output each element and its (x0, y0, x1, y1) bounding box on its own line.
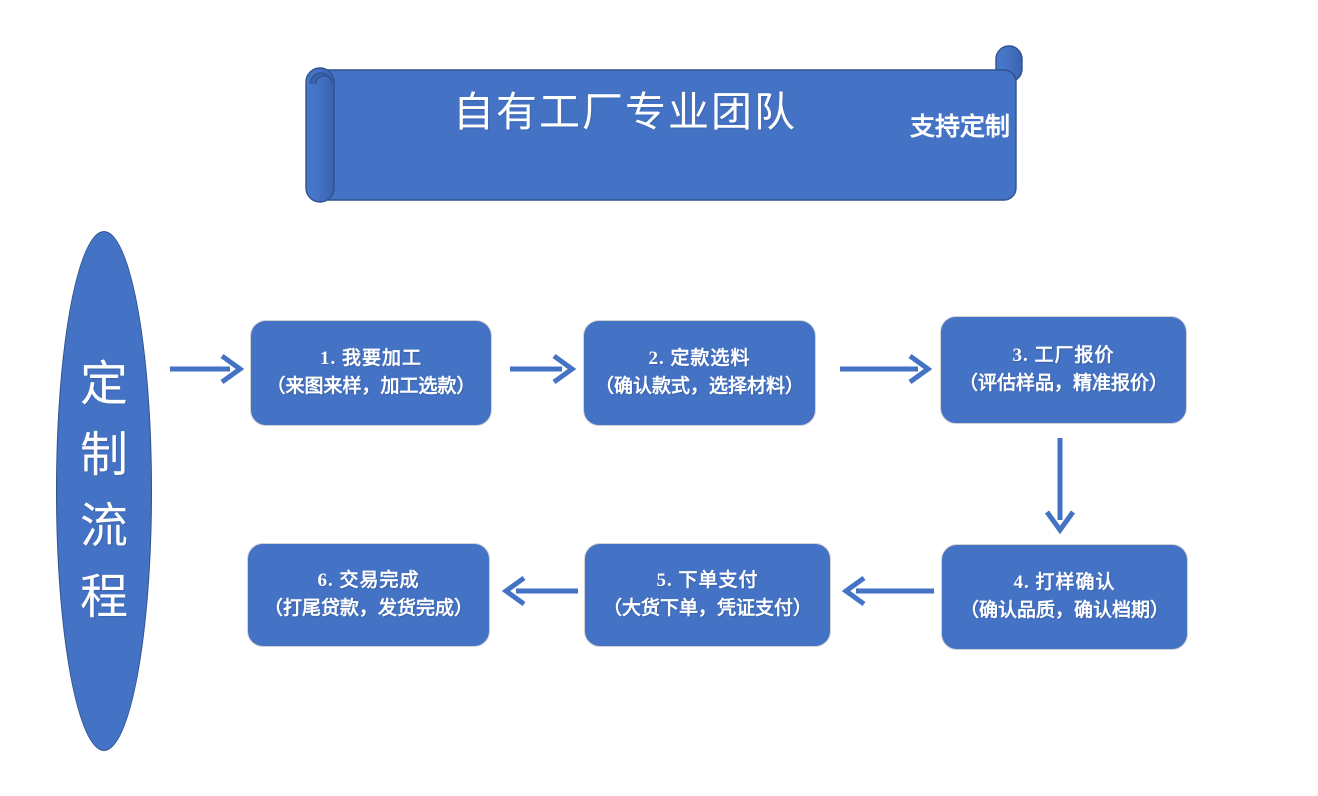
arrow-step-1-to-step-2 (510, 353, 577, 385)
flow-label-char-2: 制 (79, 429, 128, 482)
process-step-1-detail: （来图来样，加工选款） (266, 376, 476, 397)
flow-label-char-4: 程 (79, 571, 128, 624)
process-step-3[interactable]: 3. 工厂报价 （评估样品，精准报价） (940, 316, 1187, 424)
arrow-step-3-to-step-4 (1044, 438, 1076, 535)
process-step-3-title: 3. 工厂报价 (1012, 345, 1115, 366)
process-step-5[interactable]: 5. 下单支付 （大货下单，凭证支付） (584, 543, 831, 647)
process-step-4-detail: （确认品质，确认档期） (959, 600, 1169, 621)
banner-left-curl (309, 72, 333, 85)
banner-subtitle: 支持定制 (909, 114, 1010, 141)
process-step-6-title: 6. 交易完成 (317, 570, 420, 591)
process-step-4-title: 4. 打样确认 (1013, 572, 1116, 593)
process-step-4[interactable]: 4. 打样确认 （确认品质，确认档期） (941, 544, 1188, 650)
flow-label-ellipse: 定 制 流 程 (56, 231, 152, 751)
process-step-1[interactable]: 1. 我要加工 （来图来样，加工选款） (250, 320, 492, 426)
process-step-6[interactable]: 6. 交易完成 （打尾贷款，发货完成） (247, 543, 490, 647)
process-step-2-title: 2. 定款选料 (648, 348, 751, 369)
process-step-2-detail: （确认款式，选择材料） (594, 376, 804, 397)
banner-scroll-shape (305, 45, 1023, 203)
process-step-6-detail: （打尾贷款，发货完成） (263, 598, 473, 619)
process-step-2[interactable]: 2. 定款选料 （确认款式，选择材料） (583, 320, 816, 426)
flow-label-ellipse-shape (56, 231, 152, 751)
process-step-3-detail: （评估样品，精准报价） (958, 373, 1168, 394)
process-step-5-detail: （大货下单，凭证支付） (602, 598, 812, 619)
banner-scroll: 自有工厂专业团队 支持定制 (300, 44, 1025, 204)
flow-label-char-1: 定 (79, 358, 128, 411)
arrow-step-2-to-step-3 (840, 353, 933, 385)
flow-label-text: 定 制 流 程 (56, 349, 152, 633)
process-step-5-title: 5. 下单支付 (656, 570, 759, 591)
banner-title: 自有工厂专业团队 (453, 89, 797, 135)
arrow-step-4-to-step-5 (841, 575, 934, 607)
arrow-ellipse-to-step-1 (170, 353, 245, 385)
arrow-step-5-to-step-6 (501, 575, 578, 607)
process-step-1-title: 1. 我要加工 (319, 348, 422, 369)
banner-left-roll (305, 67, 335, 203)
flow-label-char-3: 流 (79, 500, 128, 553)
